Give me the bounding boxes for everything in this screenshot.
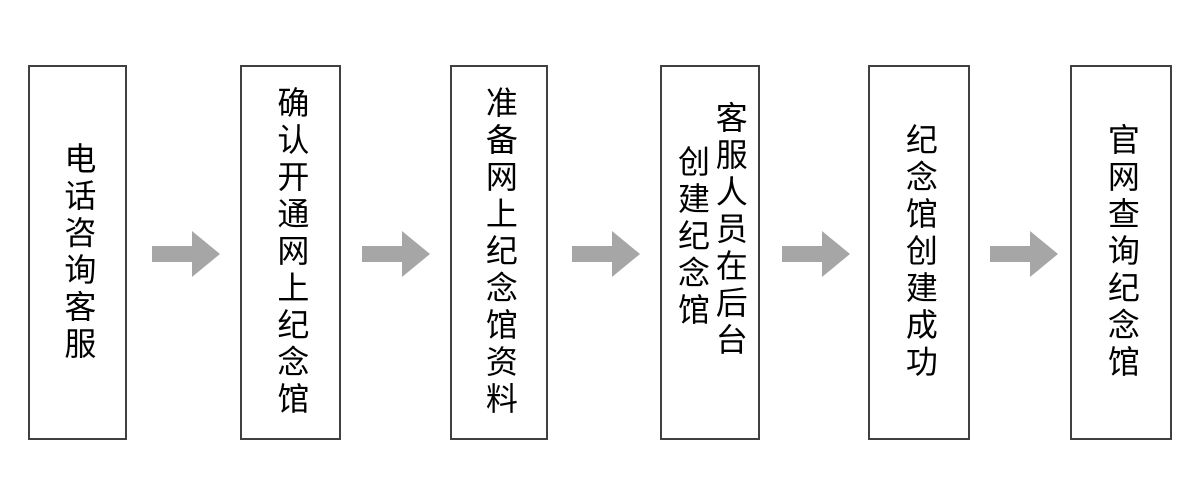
flow-node-4-text-column-1: 客服人员在后台 <box>710 101 749 360</box>
right-arrow-icon <box>782 231 850 277</box>
right-arrow-icon <box>152 231 220 277</box>
flow-arrow-3 <box>572 231 640 277</box>
flow-node-5[interactable]: 纪念馆创建成功 <box>868 65 970 440</box>
flow-arrow-2 <box>362 231 430 277</box>
right-arrow-icon <box>572 231 640 277</box>
flow-node-1-text: 电话咨询客服 <box>59 141 98 364</box>
flow-node-4[interactable]: 客服人员在后台 创建纪念馆 <box>660 65 760 440</box>
flow-node-6[interactable]: 官网查询纪念馆 <box>1070 65 1172 440</box>
flow-arrow-4 <box>782 231 850 277</box>
flow-node-2[interactable]: 确认开通网上纪念馆 <box>240 65 341 440</box>
flow-node-3-text: 准备网上纪念馆资料 <box>480 86 519 419</box>
right-arrow-icon <box>362 231 430 277</box>
flow-node-2-text: 确认开通网上纪念馆 <box>272 86 311 419</box>
flow-node-5-text: 纪念馆创建成功 <box>900 123 939 382</box>
flow-node-3[interactable]: 准备网上纪念馆资料 <box>450 65 548 440</box>
right-arrow-icon <box>990 231 1058 277</box>
flow-node-6-text: 官网查询纪念馆 <box>1102 123 1141 382</box>
flow-node-4-text-column-2: 创建纪念馆 <box>673 145 711 330</box>
flow-node-1[interactable]: 电话咨询客服 <box>28 65 127 440</box>
flow-arrow-5 <box>990 231 1058 277</box>
flow-arrow-1 <box>152 231 220 277</box>
